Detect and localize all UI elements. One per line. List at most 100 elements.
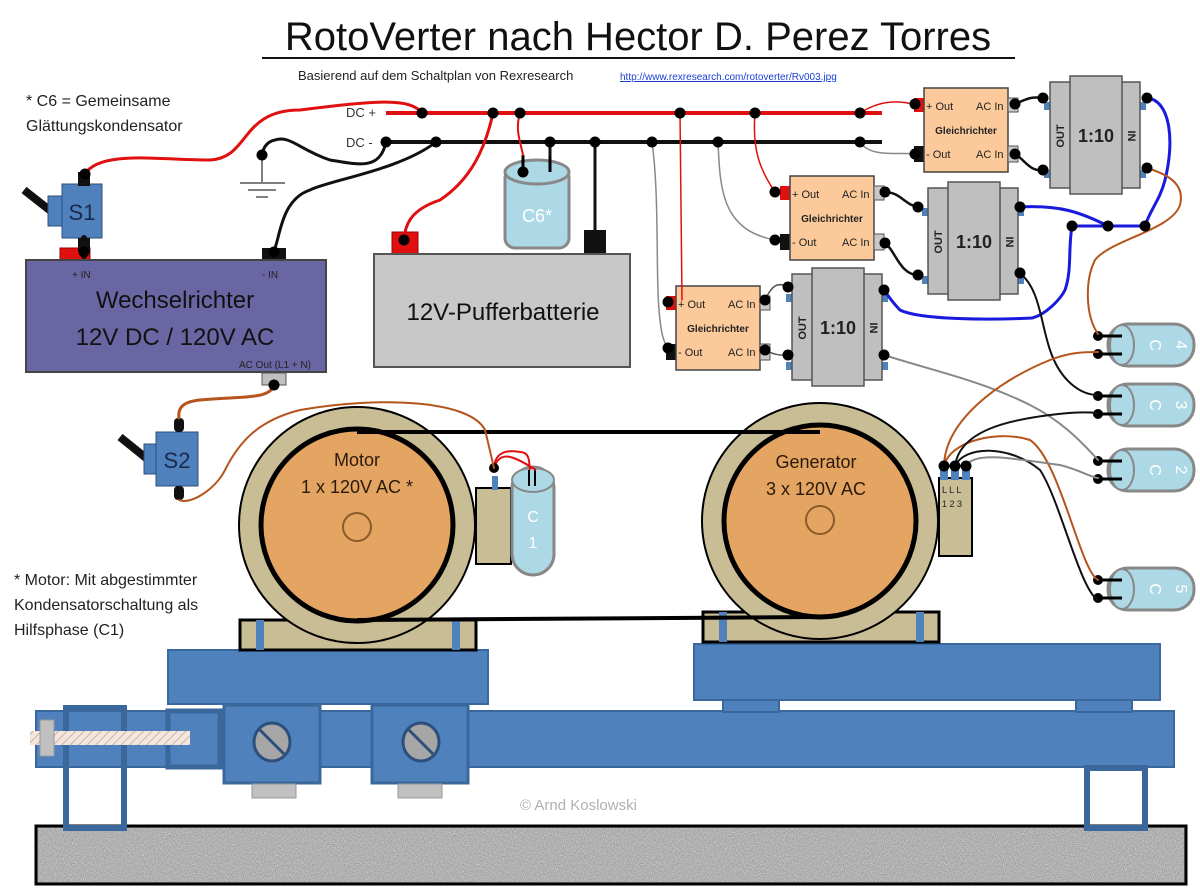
motor-label: Motor xyxy=(334,450,380,470)
note-c6-line2: Glättungskondensator xyxy=(26,118,183,135)
source-link[interactable]: http://www.rexresearch.com/rotoverter/Rv… xyxy=(620,72,837,83)
capacitor-label-c: C xyxy=(1146,339,1163,351)
ground-texture xyxy=(38,828,1184,882)
junction-dot xyxy=(712,136,724,148)
junction-dot xyxy=(759,294,771,306)
ac-in-label: AC In xyxy=(976,101,1004,113)
switch-s1[interactable]: S1 xyxy=(21,172,103,252)
junction-dot xyxy=(380,136,392,148)
generator-platform xyxy=(693,643,1161,701)
motor-rotor xyxy=(258,426,456,624)
rectifier-title: Gleichrichter xyxy=(801,214,863,225)
capacitor-label-c: C xyxy=(1146,583,1163,595)
machine-base xyxy=(30,643,1188,886)
switch-s2[interactable]: S2 xyxy=(117,418,199,500)
capacitor-label-n: 5 xyxy=(1172,585,1189,594)
minus-out-label: - Out xyxy=(678,347,702,359)
minus-out-label: - Out xyxy=(926,149,950,161)
junction-dot xyxy=(854,107,866,119)
junction-dot xyxy=(544,136,556,148)
inverter-spec: 12V DC / 120V AC xyxy=(76,324,275,351)
rectifier-title: Gleichrichter xyxy=(935,126,997,137)
junction-dot xyxy=(878,349,890,361)
note-motor-line2: Kondensatorschaltung als xyxy=(14,597,198,614)
wire-c1-red xyxy=(493,450,531,471)
wire-t3-c2 xyxy=(883,354,1099,461)
generator-terminals-l: L L L xyxy=(942,485,961,495)
transformer-winding xyxy=(947,181,1001,301)
junction-dot xyxy=(416,107,428,119)
note-motor-line1: * Motor: Mit abgestimmter xyxy=(14,572,198,589)
rectifier-body xyxy=(923,87,1009,173)
junction-dot xyxy=(1009,148,1021,160)
junction-dot xyxy=(1037,92,1049,104)
capacitor-label-n: 3 xyxy=(1172,401,1189,410)
rectifier-title: Gleichrichter xyxy=(687,324,749,335)
wire-s1-dcplus xyxy=(83,100,424,176)
transformer-out-label: OUT xyxy=(1055,124,1067,148)
generator-terminals-n: 1 2 3 xyxy=(942,499,962,509)
rectifier-body xyxy=(789,175,875,261)
junction-dot xyxy=(662,342,674,354)
plus-out-terminal xyxy=(780,186,792,200)
adjustment-rod xyxy=(30,731,190,745)
inverter-ac-out: AC Out (L1 + N) xyxy=(239,360,311,371)
note-motor-line3: Hilfsphase (C1) xyxy=(14,622,124,639)
generator-terminal-box xyxy=(938,477,973,557)
junction-dot xyxy=(879,186,891,198)
adjust-clamp xyxy=(165,708,223,770)
junction-dot xyxy=(589,136,601,148)
inverter-plus-in: + IN xyxy=(72,270,91,281)
subtitle: Basierend auf dem Schaltplan von Rexrese… xyxy=(298,68,573,83)
junction-dot xyxy=(1014,201,1026,213)
transformer-in-label: IN xyxy=(1003,237,1015,248)
clamp-1-bolt xyxy=(251,783,297,799)
generator-label: Generator xyxy=(775,452,856,472)
motor: Motor 1 x 120V AC * C 1 xyxy=(238,406,556,652)
junction-dot xyxy=(949,460,961,472)
wire-t1-c4 xyxy=(1086,167,1182,335)
minus-out-label: - Out xyxy=(792,237,816,249)
junction-dot xyxy=(517,166,529,178)
wire-t2-c3 xyxy=(1019,272,1099,396)
junction-dot xyxy=(909,98,921,110)
plus-out-label: + Out xyxy=(792,189,819,201)
junction-dot xyxy=(514,107,526,119)
junction-dot xyxy=(909,148,921,160)
clamp-2-bolt xyxy=(397,783,443,799)
battery-box xyxy=(373,253,631,368)
transformer-winding xyxy=(1069,75,1123,195)
junction-dot xyxy=(879,237,891,249)
wire-inverter-s2 xyxy=(177,383,276,420)
transformer-in-label: IN xyxy=(1125,131,1137,142)
junction-dot xyxy=(938,460,950,472)
transformer-ratio: 1:10 xyxy=(820,318,856,338)
junction-dots xyxy=(78,92,1153,472)
right-spacer xyxy=(1075,699,1133,713)
generator-shaft xyxy=(805,505,835,535)
junction-dot xyxy=(1014,267,1026,279)
wire-dcminus-ground xyxy=(260,137,388,166)
right-leg xyxy=(1084,765,1148,831)
junction-dot xyxy=(960,460,972,472)
motor-shaft xyxy=(342,512,372,542)
capacitor-label-n: 2 xyxy=(1172,466,1189,475)
junction-dot xyxy=(79,168,91,180)
junction-dot xyxy=(782,349,794,361)
junction-dot xyxy=(759,344,771,356)
battery: 12V-Pufferbatterie xyxy=(373,230,631,368)
ac-in-label: AC In xyxy=(728,299,756,311)
belt-bottom xyxy=(356,615,821,622)
copyright: © Arnd Koslowski xyxy=(520,797,637,814)
junction-dot xyxy=(674,107,686,119)
generator: Generator 3 x 120V AC L L L 1 2 3 xyxy=(701,402,973,644)
rectifier-body xyxy=(675,285,761,371)
capacitor-label-c: C xyxy=(1146,464,1163,476)
